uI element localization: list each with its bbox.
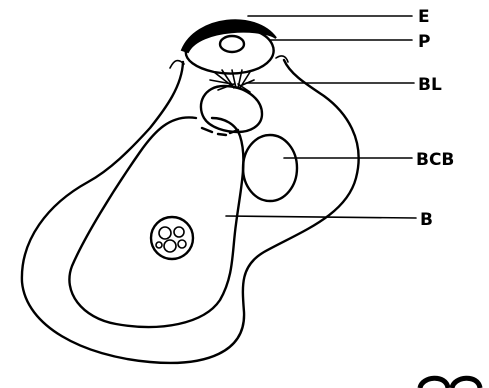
paraflagellar-body	[220, 36, 244, 52]
nucleus-outer	[151, 217, 193, 259]
nucleus-granule-4	[178, 240, 186, 248]
nucleus-granule-1	[159, 227, 171, 239]
label-b: B	[420, 210, 433, 230]
nucleus-granule-2	[174, 227, 184, 237]
bcb-oval	[243, 135, 297, 201]
cropped-figure-mark	[420, 378, 480, 388]
label-p: P	[418, 32, 430, 52]
basal-fibrils	[210, 70, 254, 92]
label-bl: BL	[418, 75, 442, 95]
outer-body-outline	[22, 60, 359, 363]
nucleus-granule-3	[164, 240, 176, 252]
right-flick	[276, 56, 288, 62]
label-bcb: BCB	[416, 150, 454, 170]
nucleus-granule-5	[156, 242, 162, 248]
leader-b	[226, 216, 416, 218]
label-e: E	[418, 7, 430, 27]
